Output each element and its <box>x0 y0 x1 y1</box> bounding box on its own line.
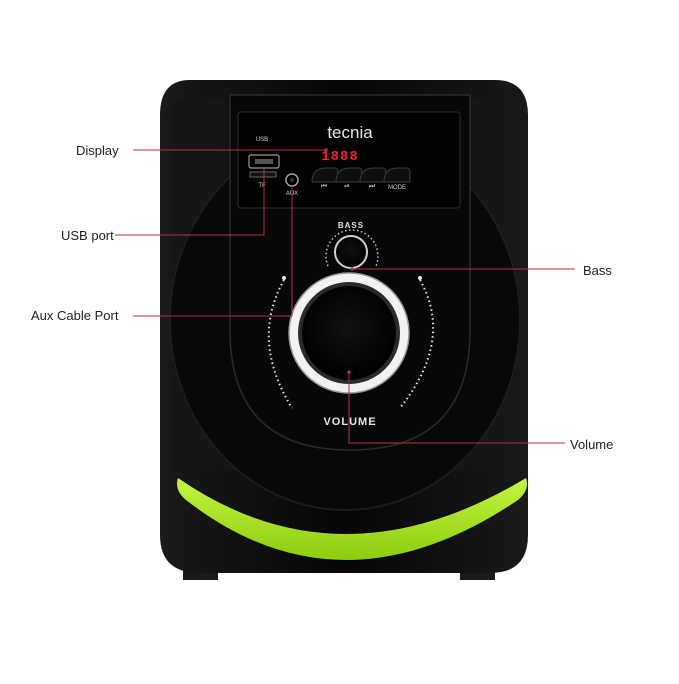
callout-lines <box>115 149 575 444</box>
mode-button: MODE <box>383 167 411 191</box>
foot-left <box>183 570 218 580</box>
volume-dot-left <box>282 276 286 280</box>
foot-right <box>460 570 495 580</box>
mode-label: MODE <box>388 185 406 191</box>
volume-scale-right <box>399 279 435 409</box>
brand-logo: tecnia <box>327 123 373 142</box>
tf-slot <box>249 171 277 178</box>
volume-callout-line <box>348 372 565 444</box>
aux-cable-port-callout-label: Aux Cable Port <box>31 308 119 323</box>
volume-label: VOLUME <box>323 416 376 428</box>
aux-port-callout-line <box>133 186 293 317</box>
green-accent-strip <box>177 478 527 560</box>
next-button: ⏭ <box>359 167 387 190</box>
usb-port-callout-line <box>115 169 265 236</box>
volume-knob <box>302 286 396 380</box>
led-display: 1888 <box>321 149 359 165</box>
play-pause-button: ⏯ <box>335 167 363 190</box>
volume-dot-right <box>418 276 422 280</box>
usb-port-tongue <box>255 159 273 164</box>
bass-knob <box>334 235 368 269</box>
usb-label: USB <box>256 137 268 143</box>
bass-label: BASS <box>338 221 364 230</box>
volume-callout-dot <box>347 370 351 374</box>
tf-label: TF <box>258 183 266 189</box>
display-callout-dot <box>324 148 328 152</box>
prev-button: ⏮ <box>311 167 339 190</box>
usb-port-callout-label: USB port <box>61 228 114 243</box>
display-callout-label: Display <box>76 143 119 158</box>
skip-previous-icon: ⏮ <box>321 182 327 190</box>
skip-next-icon: ⏭ <box>369 182 376 190</box>
play-pause-icon: ⏯ <box>344 182 350 190</box>
aux-jack-hole <box>289 177 295 183</box>
volume-callout-label: Volume <box>570 437 614 452</box>
bass-callout-dot <box>350 267 354 271</box>
volume-scale-left <box>267 279 293 409</box>
bass-callout-label: Bass <box>583 263 612 278</box>
